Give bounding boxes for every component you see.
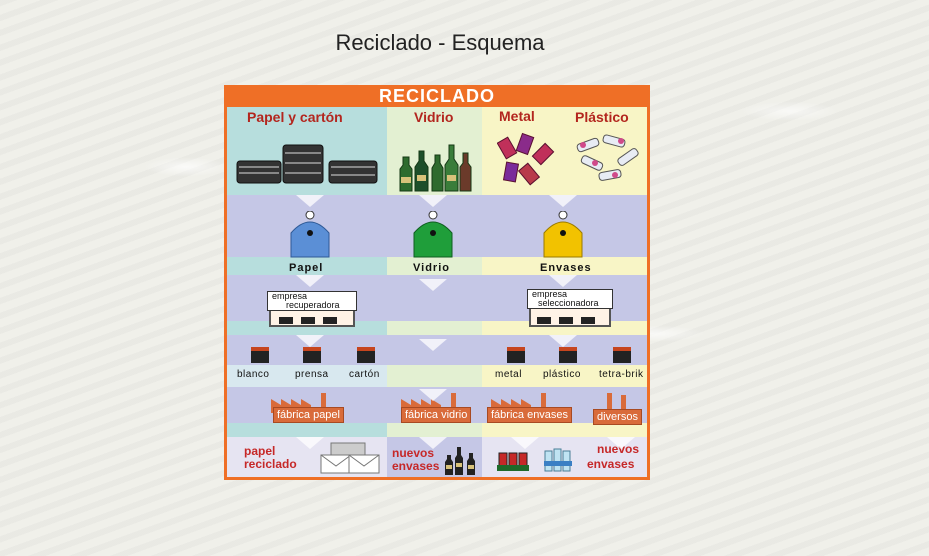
flow-arrow — [549, 195, 577, 207]
packaging-factory-label: fábrica envases — [487, 407, 573, 423]
bale-tetrabrik-icon — [613, 347, 631, 363]
new-plastic-bottles-icon — [544, 448, 572, 472]
flow-arrow — [419, 279, 447, 291]
sorted-prensa: prensa — [295, 369, 329, 380]
sorting-company-building: empresa seleccionadora — [527, 289, 613, 327]
flow-arrow — [296, 335, 324, 347]
sorted-blanco: blanco — [237, 369, 270, 380]
category-plastic-label: Plástico — [575, 109, 629, 125]
flow-arrow — [419, 437, 447, 449]
new-cans-icon — [497, 452, 529, 471]
paper-factory-label: fábrica papel — [273, 407, 344, 423]
sorting-company-line1: empresa — [532, 289, 568, 299]
packaging-bin-label: Envases — [540, 262, 592, 274]
flow-arrow — [296, 275, 324, 287]
flow-arrow — [607, 437, 635, 449]
bale-blanco-icon — [251, 347, 269, 363]
product-glass-line2: envases — [392, 459, 440, 473]
product-glass-line1: nuevos — [392, 446, 435, 460]
flow-arrow — [549, 335, 577, 347]
category-metal-label: Metal — [499, 108, 535, 124]
category-glass-label: Vidrio — [414, 109, 454, 125]
flow-arrow — [549, 275, 577, 287]
category-paper-label: Papel y cartón — [247, 109, 343, 125]
plastic-bottles-icon — [576, 134, 639, 181]
new-bottles-icon — [445, 447, 475, 475]
sorted-tetrabrik: tetra-brik — [599, 369, 644, 380]
glass-bin-label: Vidrio — [413, 262, 450, 274]
paper-bin-label: Papel — [289, 262, 324, 274]
page-title: Reciclado - Esquema — [335, 30, 545, 55]
paper-bundles-icon — [236, 144, 378, 184]
flow-arrow — [296, 437, 324, 449]
flow-arrow — [419, 195, 447, 207]
bale-plastico-icon — [559, 347, 577, 363]
sorted-carton: cartón — [349, 369, 380, 380]
bale-metal-icon — [507, 347, 525, 363]
flow-arrow — [419, 339, 447, 351]
envelopes-icon — [320, 442, 380, 474]
flow-arrow — [511, 437, 539, 449]
flow-arrow — [296, 195, 324, 207]
product-paper-line2: reciclado — [244, 457, 297, 471]
various-factory-icon — [607, 393, 626, 413]
glass-bin-icon — [413, 211, 453, 258]
bale-carton-icon — [357, 347, 375, 363]
metal-cans-icon — [497, 132, 555, 186]
recovery-company-line2: recuperadora — [286, 300, 340, 310]
packaging-bin-icon — [543, 211, 583, 258]
product-plastic-line2: envases — [587, 457, 635, 471]
sorted-metal: metal — [495, 369, 522, 380]
glass-factory-label: fábrica vidrio — [401, 407, 472, 423]
recycling-diagram: RECICLADO Papel y cartón Vidrio Metal Pl… — [224, 85, 650, 480]
flow-arrow — [419, 389, 447, 401]
recovery-company-building: empresa recuperadora — [267, 291, 357, 327]
glass-bottles-icon — [399, 144, 472, 192]
sorted-plastico: plástico — [543, 369, 581, 380]
sorting-company-line2: seleccionadora — [538, 298, 599, 308]
diagram-heading: RECICLADO — [379, 86, 495, 106]
various-factory-label: diversos — [593, 409, 642, 425]
recovery-company-line1: empresa — [272, 291, 308, 301]
bale-prensa-icon — [303, 347, 321, 363]
product-paper-line1: papel — [244, 444, 276, 458]
paper-bin-icon — [290, 211, 330, 258]
